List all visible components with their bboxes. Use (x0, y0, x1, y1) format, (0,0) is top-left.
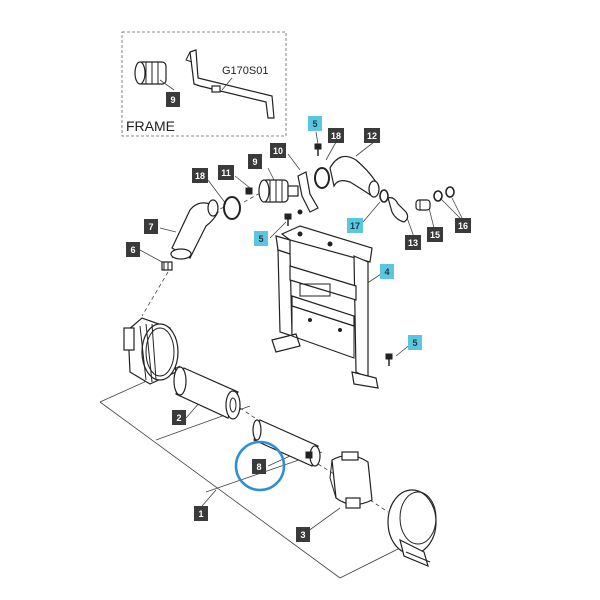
callout-2[interactable]: 2 (172, 410, 186, 425)
svg-text:18: 18 (331, 131, 341, 141)
bolt-5-low (385, 353, 393, 366)
callout-labels: 9 5 18 12 10 9 11 18 7 5 17 13 15 16 6 4… (126, 92, 471, 542)
filter-element-2 (173, 366, 241, 420)
svg-text:10: 10 (273, 146, 283, 156)
svg-text:5: 5 (258, 234, 263, 244)
callout-5-low[interactable]: 5 (408, 335, 422, 350)
end-cap (387, 489, 437, 568)
callout-3[interactable]: 3 (296, 527, 310, 542)
frame-label: FRAME (126, 118, 175, 134)
callout-1[interactable]: 1 (194, 506, 208, 521)
coupling-9 (258, 179, 299, 203)
inset-coupling-part (134, 61, 167, 85)
callout-10[interactable]: 10 (270, 143, 286, 158)
svg-text:1: 1 (198, 509, 203, 519)
svg-text:9: 9 (170, 95, 175, 105)
callout-8[interactable]: 8 (252, 459, 266, 474)
callout-16[interactable]: 16 (455, 218, 471, 233)
fitting-11 (245, 187, 253, 195)
svg-text:12: 12 (367, 131, 377, 141)
callout-18-top[interactable]: 18 (328, 128, 344, 143)
callout-7[interactable]: 7 (144, 219, 158, 234)
svg-text:6: 6 (130, 245, 135, 255)
clamp-16a (433, 190, 443, 202)
band-3 (329, 451, 373, 509)
svg-text:17: 17 (350, 221, 360, 231)
bolt-5-top (314, 143, 322, 156)
svg-text:15: 15 (430, 230, 440, 240)
inner-element-8 (252, 419, 321, 467)
clamp-16b (445, 186, 455, 198)
svg-text:8: 8 (256, 462, 261, 472)
bolt-5-mid (284, 213, 292, 226)
clamp-17 (379, 189, 389, 203)
callout-5-mid[interactable]: 5 (254, 231, 268, 246)
upper-hose-assembly (161, 143, 455, 271)
svg-text:5: 5 (412, 338, 417, 348)
inset-code-label: G170S01 (222, 65, 268, 77)
svg-text:2: 2 (176, 413, 181, 423)
callout-11[interactable]: 11 (218, 165, 234, 180)
elbow-hose-7 (171, 202, 219, 259)
callout-9-inset[interactable]: 9 (166, 92, 180, 107)
callout-17[interactable]: 17 (347, 218, 363, 233)
svg-text:9: 9 (252, 157, 257, 167)
elbow-13 (387, 197, 409, 223)
callout-4[interactable]: 4 (380, 264, 394, 279)
svg-text:11: 11 (221, 168, 231, 178)
svg-text:13: 13 (408, 238, 418, 248)
callout-18[interactable]: 18 (192, 168, 208, 183)
svg-text:3: 3 (300, 530, 305, 540)
clamp-18-right (314, 167, 330, 189)
air-cleaner-housing (123, 317, 179, 385)
callout-12[interactable]: 12 (364, 128, 380, 143)
callout-9[interactable]: 9 (248, 154, 262, 169)
highlight-ring (234, 440, 286, 492)
svg-text:4: 4 (384, 267, 389, 277)
callout-5-top[interactable]: 5 (308, 116, 322, 131)
fitting-6 (161, 261, 173, 271)
connector-15 (415, 199, 431, 211)
svg-text:16: 16 (458, 221, 468, 231)
callout-15[interactable]: 15 (427, 227, 443, 242)
frame-4 (271, 225, 379, 389)
svg-text:7: 7 (148, 222, 153, 232)
frame-inset: G170S01 FRAME (121, 31, 287, 137)
callout-13[interactable]: 13 (405, 235, 421, 250)
svg-text:5: 5 (312, 119, 317, 129)
clamp-18-left (223, 196, 241, 220)
bracket-10 (297, 171, 319, 213)
svg-text:18: 18 (195, 171, 205, 181)
callout-6[interactable]: 6 (126, 242, 140, 257)
inset-bracket-part (185, 49, 275, 119)
